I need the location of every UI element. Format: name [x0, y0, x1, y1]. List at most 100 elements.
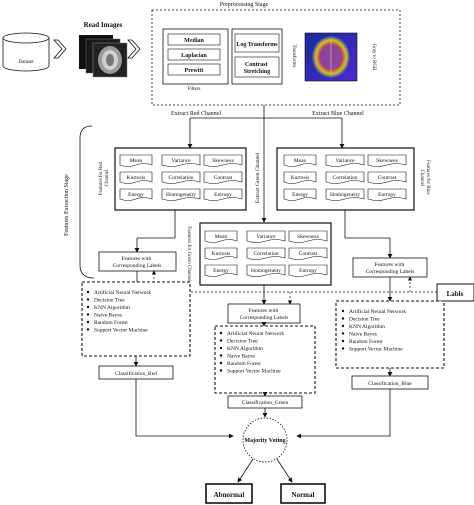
feature-stage-title: Features Extraction Stage: [64, 174, 70, 236]
feature-tile: [204, 264, 238, 277]
feature-variance-blue: Variance: [335, 158, 355, 164]
transform-log: Log Transforms: [236, 42, 278, 48]
blue-features-label: Features for Blue Channel: [419, 160, 430, 196]
labeled-features-green-line: Features with: [248, 308, 278, 314]
filter-median: Median: [184, 38, 204, 44]
feature-entropy-red: Entropy: [214, 192, 232, 198]
labeled-features-blue-line: Features with: [374, 262, 404, 268]
feature-skewness-green: Skewness: [297, 234, 319, 240]
labeled-features-red-line: Features with: [121, 256, 151, 262]
feature-energy-red: Energy: [128, 192, 144, 198]
feature-tile: [288, 247, 328, 260]
read-images-node: Read Images: [79, 21, 128, 78]
bullet-icon: [341, 317, 345, 320]
feature-tile: [204, 230, 238, 243]
classifier-item-green: Support Vector Machine: [227, 369, 281, 375]
preprocessing-title: Preprocessing Stage: [220, 2, 269, 8]
bullet-icon: [341, 309, 345, 313]
feature-tile: [119, 188, 153, 201]
feature-tile: [246, 247, 286, 260]
feature-tile: [119, 154, 153, 167]
classification-green-text: Classification_Green: [242, 399, 289, 406]
feature-tile: [119, 171, 153, 184]
feature-kurtosis-red: Kurtosis: [127, 175, 146, 181]
feature-tile: [161, 188, 201, 201]
feature-homogeneity-red: Homogeneity: [166, 192, 196, 198]
feature-kurtosis-green: Kurtosis: [212, 251, 231, 257]
feature-correlation-red: Correlation: [168, 175, 193, 181]
filters-group: [162, 28, 229, 85]
extract-blue-label: Extract Blue Channel: [312, 111, 364, 117]
chevron-icon: [127, 39, 141, 59]
bullet-icon: [86, 290, 90, 294]
feature-contrast-blue: Contrast: [378, 175, 397, 181]
green-features-label: Features for Green Channel: [186, 226, 191, 282]
classifier-item-red: Random Forest: [94, 320, 128, 326]
classifier-item-green: Decision Tree: [227, 339, 258, 345]
bullet-icon: [341, 332, 345, 335]
feature-homogeneity-blue: Homogeneity: [330, 192, 360, 198]
feature-tile: [367, 188, 407, 201]
transforms-group: [231, 28, 283, 85]
output-label: Gray to RGB: [371, 44, 376, 71]
red-features-label-line: Features for Red: [99, 161, 104, 195]
majority-voting-label: Majority Voting: [244, 438, 285, 444]
feature-tile: [203, 154, 243, 167]
abnormal-text: Abnormal: [214, 491, 245, 499]
labels-box-text: Labls: [447, 290, 464, 298]
classifier-item-red: Decision Tree: [94, 298, 125, 304]
abnormal-output: [205, 483, 253, 504]
feature-tile: [246, 264, 286, 277]
feature-tile: [161, 171, 201, 184]
transforms-label: Transforms: [291, 45, 296, 68]
labeled-features-green-line: Corresponding Labels: [240, 315, 289, 321]
labeled-features-red-text: Features with Corresponding Labels: [113, 256, 162, 269]
feature-tile: [288, 264, 328, 277]
labeled-features-red: [98, 251, 177, 272]
transform-contrast: Contrast Stretching: [244, 62, 271, 75]
feature-tile: [325, 154, 365, 167]
labeled-features-red-line: Corresponding Labels: [113, 263, 162, 269]
feature-mean-blue: Mean: [294, 158, 307, 164]
green-features-label-line: Features for Green Channel: [186, 226, 191, 282]
feature-tile: [283, 188, 317, 201]
bullet-icon: [341, 339, 345, 343]
feature-tile: [246, 230, 286, 243]
bullet-icon: [86, 298, 90, 301]
preprocessing-stage: Preprocessing Stage Median Laplacian Pre…: [151, 2, 401, 106]
feature-energy-blue: Energy: [292, 192, 308, 198]
feature-contrast-red: Contrast: [214, 175, 233, 181]
classifier-item-red: Artificial Neural Network: [94, 289, 151, 296]
classifier-item-red: Naive Bayes: [94, 313, 122, 319]
labeled-features-blue-line: Corresponding Labels: [366, 269, 415, 275]
feature-tile: [203, 188, 243, 201]
classification-red-text: Classification_Red: [115, 370, 157, 377]
bullet-icon: [219, 354, 223, 357]
labels-box: [436, 283, 474, 302]
classification-blue-text: Classification_Blue: [368, 380, 412, 387]
bullet-icon: [219, 331, 223, 335]
feature-contrast-green: Contrast: [299, 251, 318, 257]
blue-features-label-line: Channel: [419, 170, 424, 187]
labeled-features-blue-text: Features with Corresponding Labels: [366, 262, 415, 275]
red-features-label: Features for Red Channel: [99, 161, 110, 196]
bullet-icon: [341, 324, 345, 328]
transform-contrast-word: Contrast: [245, 62, 268, 68]
feature-correlation-blue: Correlation: [332, 175, 357, 181]
feature-tile: [203, 171, 243, 184]
blue-features-label-line: Features for Blue: [425, 160, 430, 195]
feature-correlation-green: Correlation: [253, 251, 278, 257]
feature-energy-green: Energy: [213, 268, 229, 274]
extract-red-label: Extract Red Channel: [171, 111, 221, 117]
feature-entropy-green: Entropy: [299, 268, 317, 274]
feature-variance-red: Variance: [171, 158, 191, 164]
feature-tile: [325, 188, 365, 201]
classifier-item-blue: Decision Tree: [349, 317, 380, 323]
bullet-icon: [219, 346, 223, 350]
